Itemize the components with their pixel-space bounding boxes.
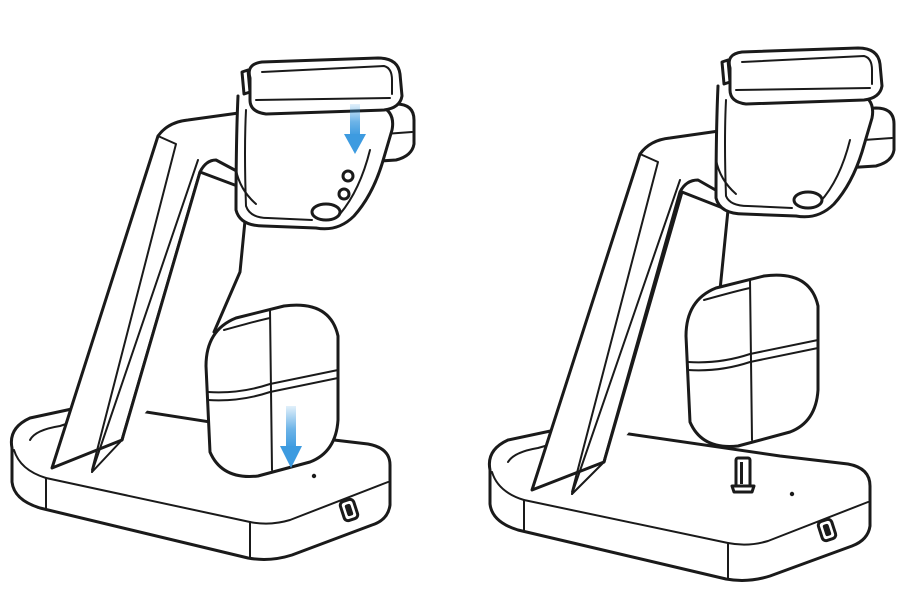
usb-c-port-icon xyxy=(338,497,360,523)
panel-left xyxy=(9,56,416,561)
apple-watch-icon xyxy=(714,46,884,219)
down-arrow-icon xyxy=(280,406,302,468)
indicator-led xyxy=(311,473,317,479)
charging-stand-arm xyxy=(50,110,250,473)
apple-watch-icon xyxy=(234,56,404,231)
down-arrow-icon xyxy=(344,104,366,154)
earbuds-case-icon xyxy=(684,273,820,448)
usb-c-port-icon xyxy=(816,517,838,543)
indicator-led xyxy=(789,491,795,497)
usb-c-plug-icon xyxy=(730,456,756,494)
earbuds-case-icon xyxy=(204,303,340,478)
panel-right xyxy=(487,46,896,582)
